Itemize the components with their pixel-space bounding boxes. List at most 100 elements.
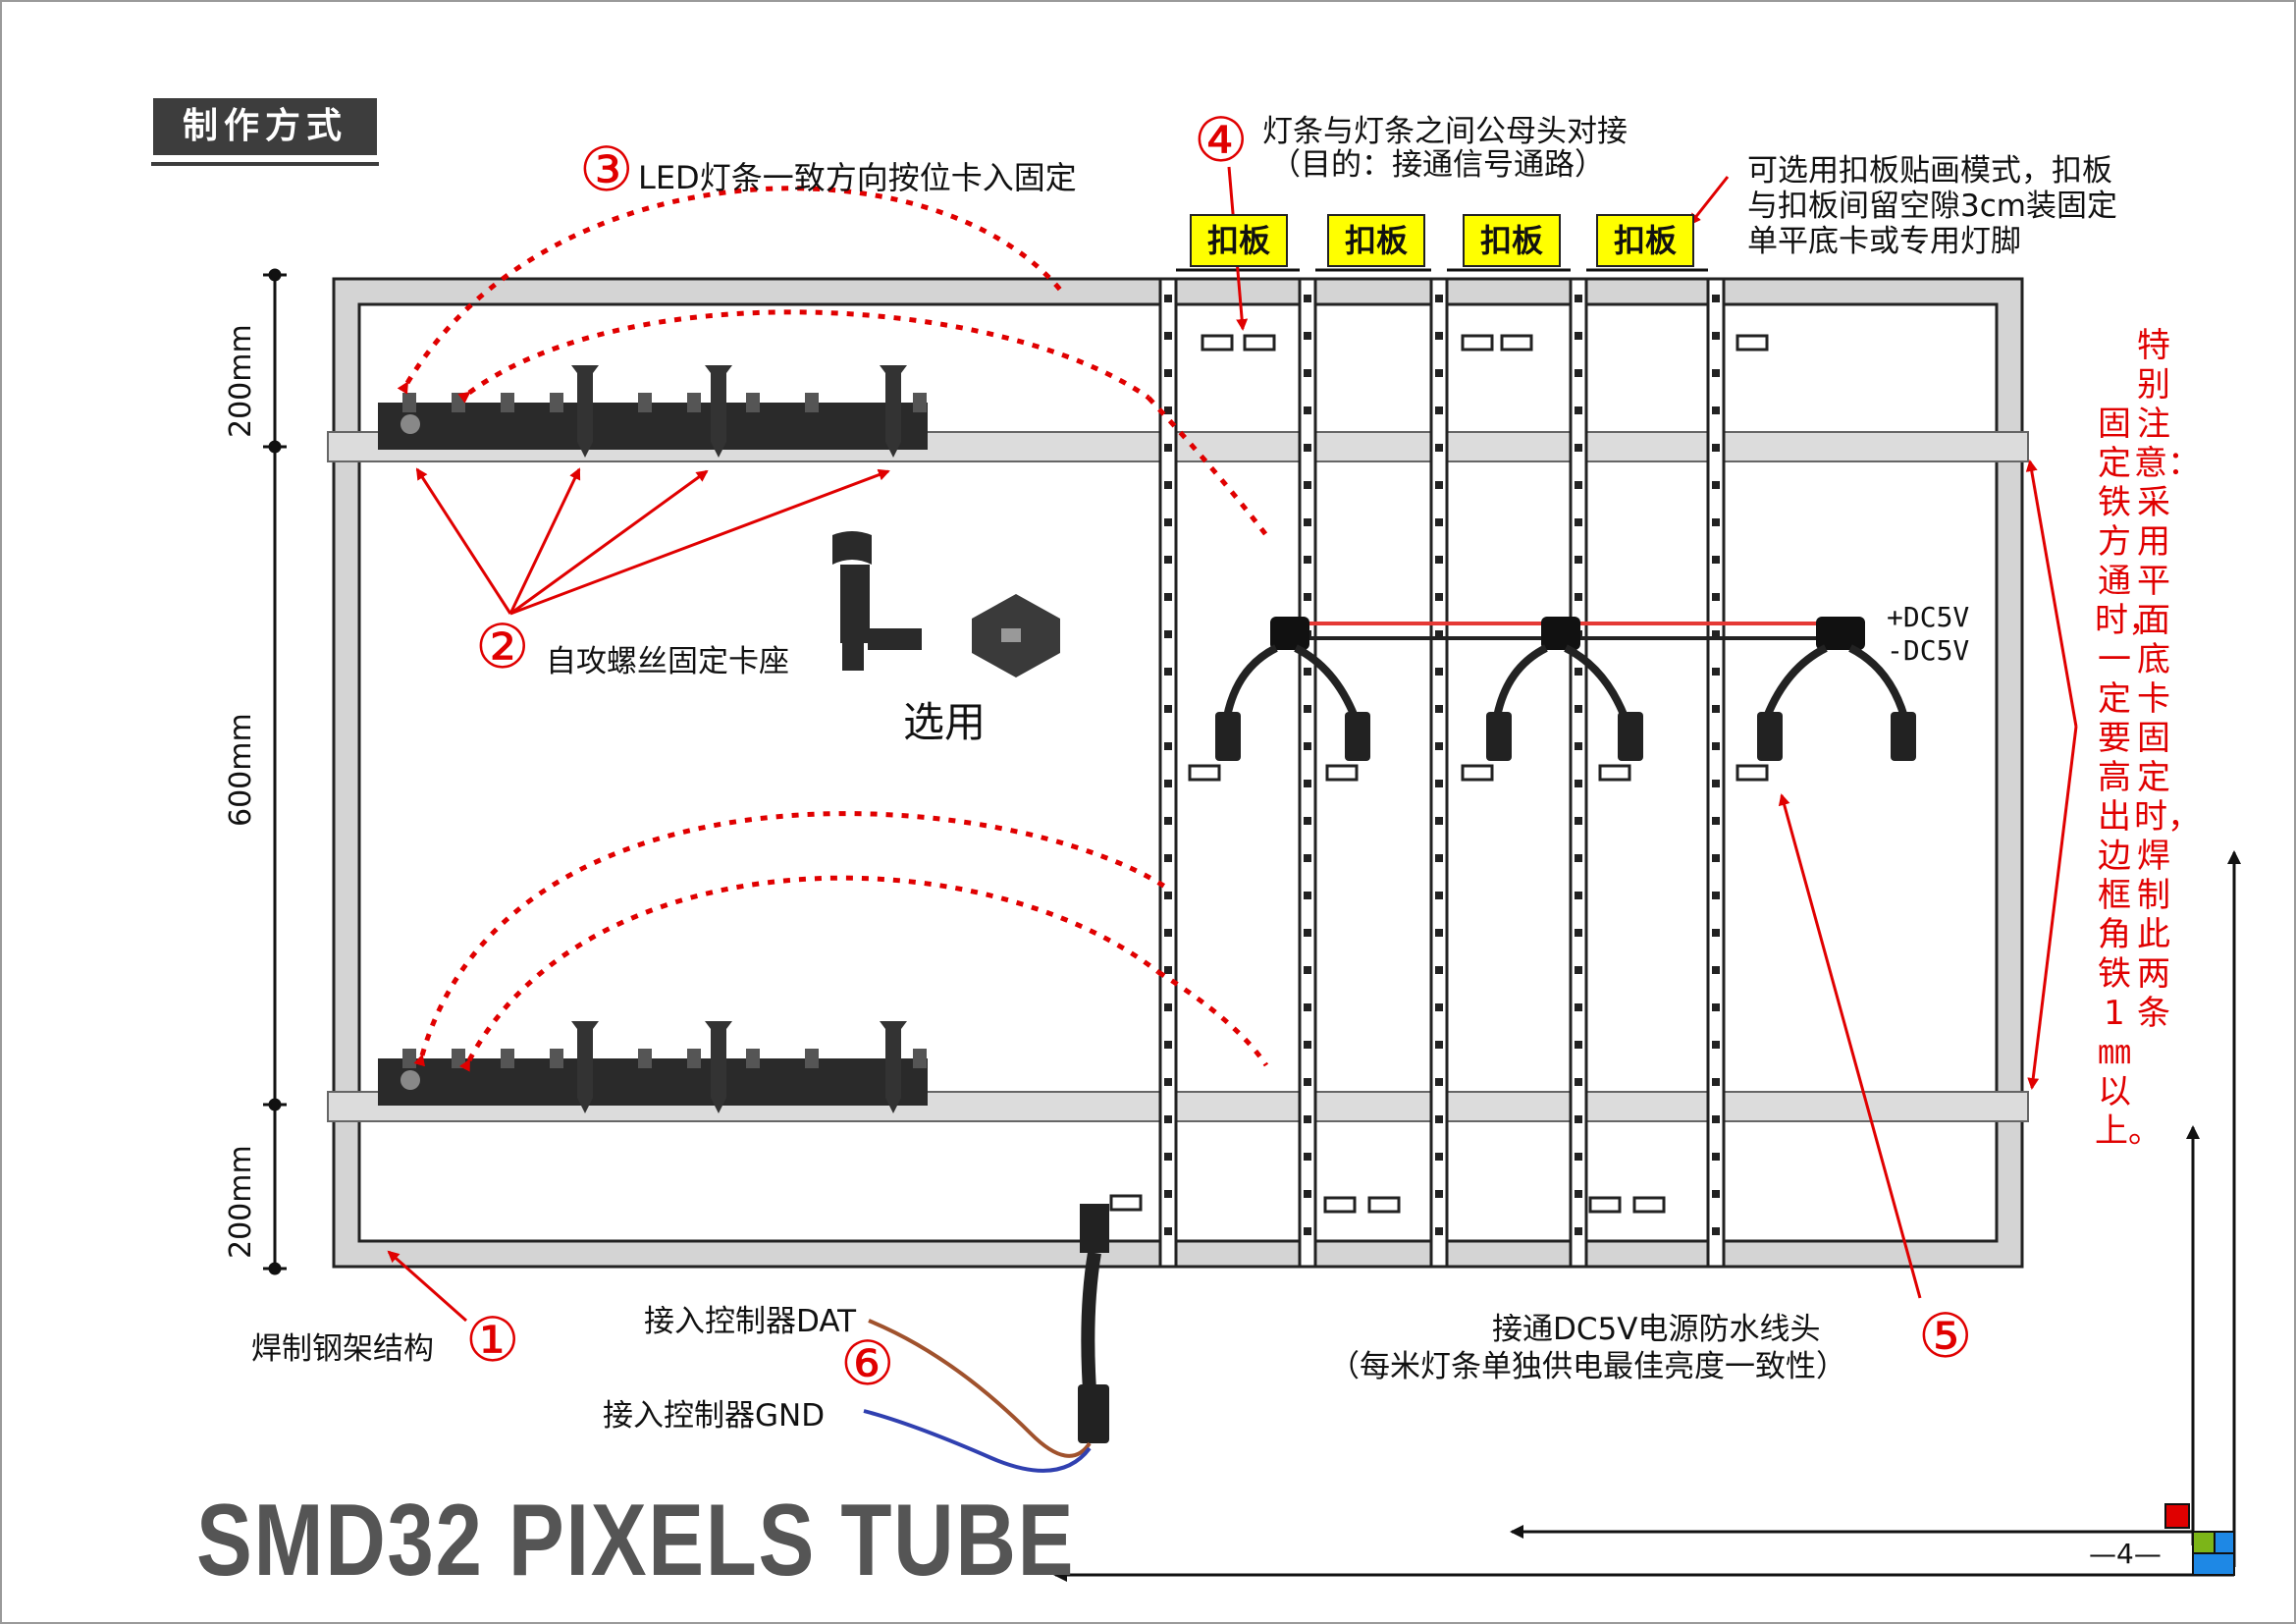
led-pixel <box>1435 1041 1443 1049</box>
callout-3-text: LED灯条一致方向按位卡入固定 <box>638 159 1077 196</box>
led-pixel <box>1164 966 1172 974</box>
led-pixel <box>1712 966 1720 974</box>
led-pixel <box>1164 1078 1172 1086</box>
led-pixel <box>1435 705 1443 713</box>
led-pixel <box>1435 406 1443 414</box>
led-pixel <box>1164 1003 1172 1011</box>
led-pixel <box>1435 1003 1443 1011</box>
callout-1-number: ① <box>465 1304 520 1376</box>
page-number: —4— <box>2089 1538 2162 1570</box>
led-pixel <box>1712 518 1720 526</box>
led-pixel <box>1304 929 1311 937</box>
led-pixel <box>1304 705 1311 713</box>
led-pixel <box>1304 1153 1311 1161</box>
led-pixel <box>1712 481 1720 489</box>
callout-4-line2: （目的：接通信号通路） <box>1270 147 1605 183</box>
led-pixel <box>1164 630 1172 638</box>
led-pixel <box>1164 295 1172 302</box>
led-pixel <box>1575 556 1582 564</box>
led-pixel <box>1435 742 1443 750</box>
led-pixel <box>1164 556 1172 564</box>
led-pixel <box>1164 1115 1172 1123</box>
callout-6-dat: 接入控制器DAT <box>644 1304 857 1339</box>
led-pixel <box>1712 1227 1720 1235</box>
led-pixel <box>1304 892 1311 899</box>
callout-4-number: ④ <box>1194 104 1249 176</box>
led-pixel <box>1712 444 1720 452</box>
led-pixel <box>1575 705 1582 713</box>
optional-label: 选用 <box>903 698 987 746</box>
led-pixel <box>1164 892 1172 899</box>
callout-5-number: ⑤ <box>1918 1300 1973 1372</box>
led-pixel <box>1575 929 1582 937</box>
led-pixel <box>1164 817 1172 825</box>
led-pixel <box>1435 929 1443 937</box>
led-pixel <box>1435 1153 1443 1161</box>
led-pixel <box>1435 369 1443 377</box>
led-pixel <box>1575 1190 1582 1198</box>
led-pixel <box>1304 966 1311 974</box>
callout-3-number: ③ <box>579 134 634 205</box>
waterproof-plugs <box>1215 712 1916 761</box>
power-positive-label: +DC5V <box>1887 601 1970 633</box>
led-pixel <box>1575 369 1582 377</box>
led-pixel <box>1304 817 1311 825</box>
callout-2-number: ② <box>475 611 530 682</box>
led-pixel <box>1712 1003 1720 1011</box>
special-note-col2: 固定铁方通时，一定要高出边框 角铁1㎜以上。 <box>2095 405 2162 1151</box>
plate-label-4: 扣板 <box>1596 214 1694 267</box>
plate-note-line1: 可选用扣板贴画模式，扣板 <box>1747 153 2112 189</box>
led-pixel <box>1164 481 1172 489</box>
led-pixel <box>1435 1115 1443 1123</box>
led-pixel <box>1164 593 1172 601</box>
led-pixel <box>1712 556 1720 564</box>
plate-note-line3: 单平底卡或专用灯脚 <box>1747 224 2021 259</box>
led-pixel <box>1164 854 1172 862</box>
led-pixel <box>1304 1041 1311 1049</box>
power-negative-label: -DC5V <box>1887 634 1970 667</box>
led-pixel <box>1164 742 1172 750</box>
led-pixel <box>1712 332 1720 340</box>
led-pixel <box>1712 369 1720 377</box>
led-pixel <box>1435 481 1443 489</box>
callout-5-line1: 接通DC5V电源防水线头 <box>1492 1312 1821 1347</box>
led-pixel <box>1435 1190 1443 1198</box>
led-pixel <box>1304 593 1311 601</box>
led-pixel <box>1164 1153 1172 1161</box>
led-pixel <box>1304 1078 1311 1086</box>
led-pixel <box>1304 406 1311 414</box>
plate-label-3: 扣板 <box>1463 214 1561 267</box>
corner-marks <box>1053 850 2241 1582</box>
led-pixel <box>1304 332 1311 340</box>
led-pixel <box>1304 854 1311 862</box>
callout-5-line2: （每米灯条单独供电最佳亮度一致性） <box>1329 1349 1846 1384</box>
led-pixel <box>1164 929 1172 937</box>
led-pixel <box>1304 1003 1311 1011</box>
led-pixel <box>1435 817 1443 825</box>
dimension-middle: 600mm <box>224 713 258 827</box>
led-pixel <box>1712 892 1720 899</box>
led-pixel <box>1712 929 1720 937</box>
led-pixel <box>1575 966 1582 974</box>
led-pixel <box>1304 369 1311 377</box>
led-pixel <box>1435 332 1443 340</box>
led-pixel <box>1712 1041 1720 1049</box>
led-pixel <box>1575 817 1582 825</box>
led-pixel <box>1435 668 1443 676</box>
screws <box>571 365 907 1113</box>
section-title-underline <box>151 162 379 166</box>
led-pixel <box>1435 854 1443 862</box>
section-title: 制作方式 <box>153 98 377 155</box>
led-pixel <box>1164 1041 1172 1049</box>
led-pixel <box>1712 593 1720 601</box>
led-pixel <box>1164 705 1172 713</box>
led-pixel <box>1575 742 1582 750</box>
special-note-col1: 特别注意：采用平面底卡固定时，焊制此两条 <box>2134 326 2201 1033</box>
led-pixel <box>1575 295 1582 302</box>
led-pixel <box>1575 593 1582 601</box>
controller-cable <box>863 1204 1109 1473</box>
led-pixel <box>1435 892 1443 899</box>
led-pixel <box>1712 854 1720 862</box>
led-pixel <box>1575 892 1582 899</box>
